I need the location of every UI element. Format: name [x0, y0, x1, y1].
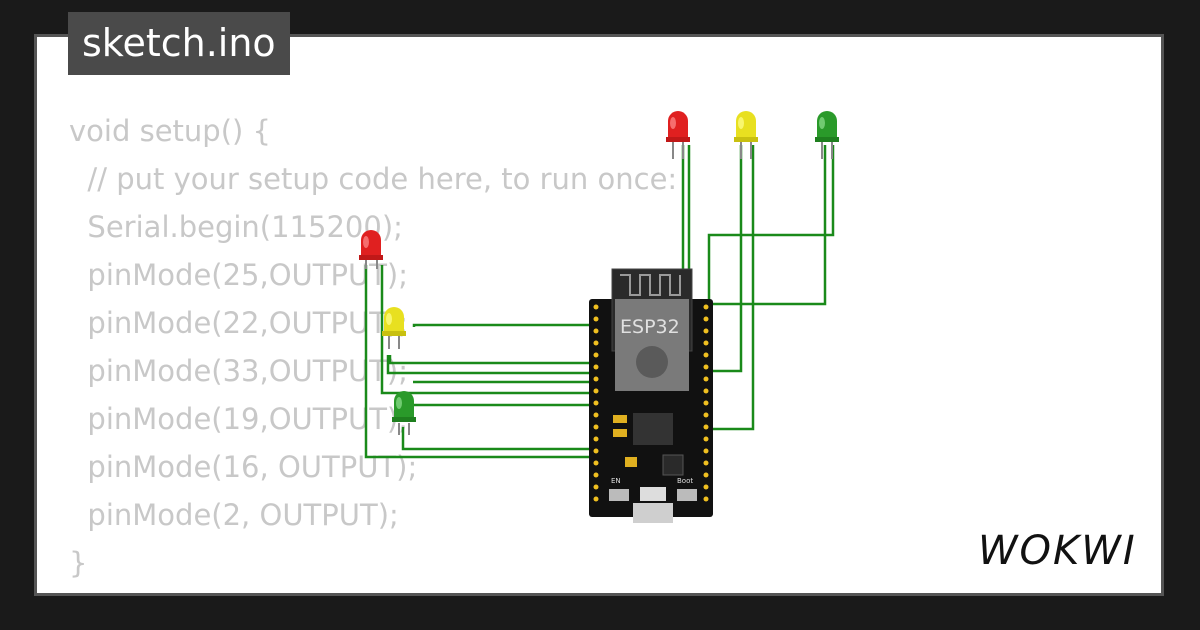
- led-yellow-top[interactable]: [734, 111, 758, 159]
- led-green-left[interactable]: [392, 391, 416, 435]
- wire: [707, 145, 835, 299]
- led-green-top[interactable]: [815, 111, 839, 159]
- wire: [386, 355, 595, 375]
- code-line: pinMode(25,OUTPUT);: [69, 258, 409, 292]
- file-tab[interactable]: sketch.ino: [68, 12, 290, 75]
- led-red-top[interactable]: [666, 111, 690, 159]
- wire: [705, 145, 755, 431]
- led-yellow-left[interactable]: [382, 307, 406, 349]
- wire: [412, 323, 597, 327]
- wokwi-logo: WOKWI: [978, 528, 1137, 574]
- board-label: ESP32: [620, 316, 680, 338]
- esp32-board[interactable]: ESP32 EN Boot: [589, 268, 713, 523]
- code-line: pinMode(22,OUTPUT);: [69, 306, 409, 340]
- code-line: pinMode(33,OUTPUT);: [69, 354, 409, 388]
- en-label: EN: [611, 477, 621, 485]
- preview-card: void setup() { // put your setup code he…: [34, 34, 1164, 596]
- code-line: Serial.begin(115200);: [69, 210, 403, 244]
- wire: [401, 427, 597, 451]
- circuit-diagram: ESP32 EN Boot: [359, 111, 839, 523]
- code-line: }: [69, 546, 88, 580]
- led-red-left[interactable]: [359, 230, 383, 269]
- code-preview: void setup() { // put your setup code he…: [69, 107, 678, 593]
- code-line: void setup() {: [69, 114, 271, 148]
- code-line: pinMode(16, OUTPUT);: [69, 450, 418, 484]
- code-line: pinMode(19,OUTPUT);: [69, 402, 409, 436]
- code-line: pinMode(2, OUTPUT);: [69, 498, 399, 532]
- code-line: // put your setup code here, to run once…: [69, 162, 678, 196]
- wire: [380, 265, 597, 395]
- boot-label: Boot: [677, 477, 693, 485]
